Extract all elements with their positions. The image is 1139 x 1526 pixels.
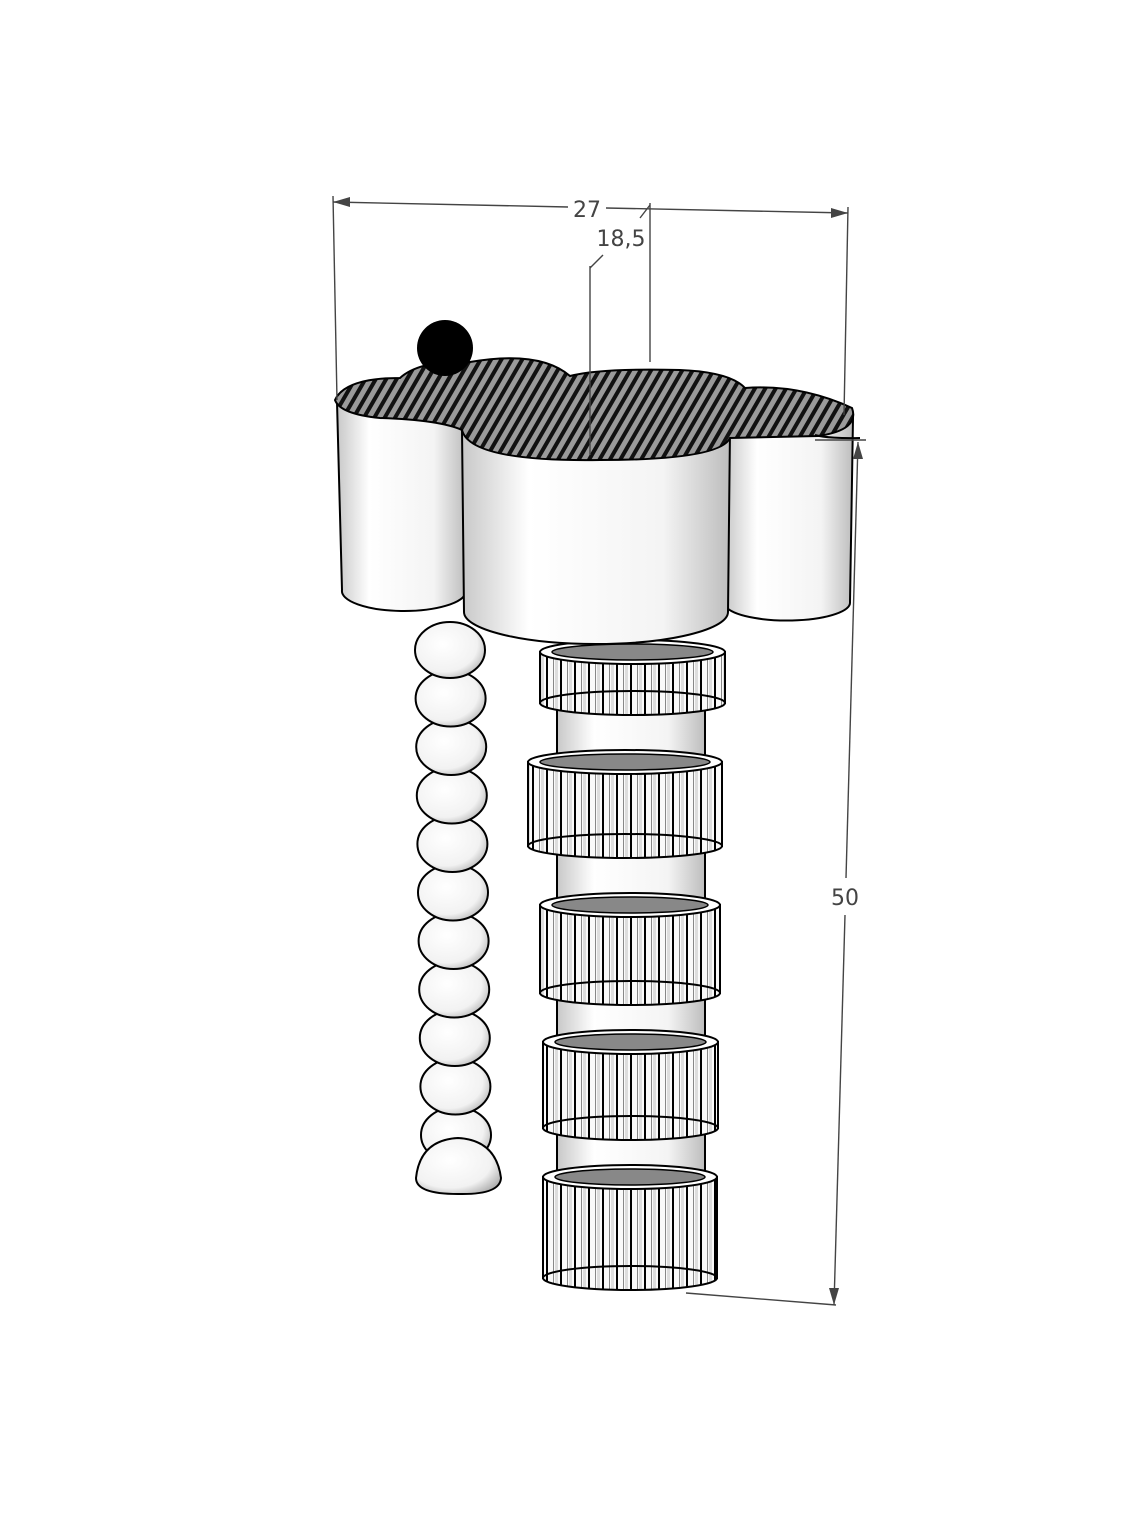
gear-shaft — [527, 639, 726, 1291]
bead — [414, 621, 486, 679]
offset-dimension-label: 18,5 — [597, 227, 646, 252]
gear — [542, 1029, 719, 1141]
black-ball — [417, 320, 473, 376]
bead-chain — [414, 621, 503, 1196]
dimension-height: 50 — [685, 439, 866, 1306]
middle-cylinder — [460, 429, 732, 645]
gear — [527, 749, 723, 859]
gear — [539, 639, 726, 716]
hatched-top-surface — [333, 357, 861, 462]
height-dimension-label: 50 — [831, 886, 859, 911]
dimension-width: 27 — [332, 195, 849, 416]
left-cylinder — [335, 400, 468, 612]
right-cylinder — [723, 416, 855, 622]
gear — [539, 892, 721, 1006]
gear — [542, 1164, 718, 1291]
dimension-offset: 18,5 — [589, 203, 651, 455]
bead-end-cap — [414, 1136, 503, 1196]
width-dimension-label: 27 — [573, 198, 601, 223]
